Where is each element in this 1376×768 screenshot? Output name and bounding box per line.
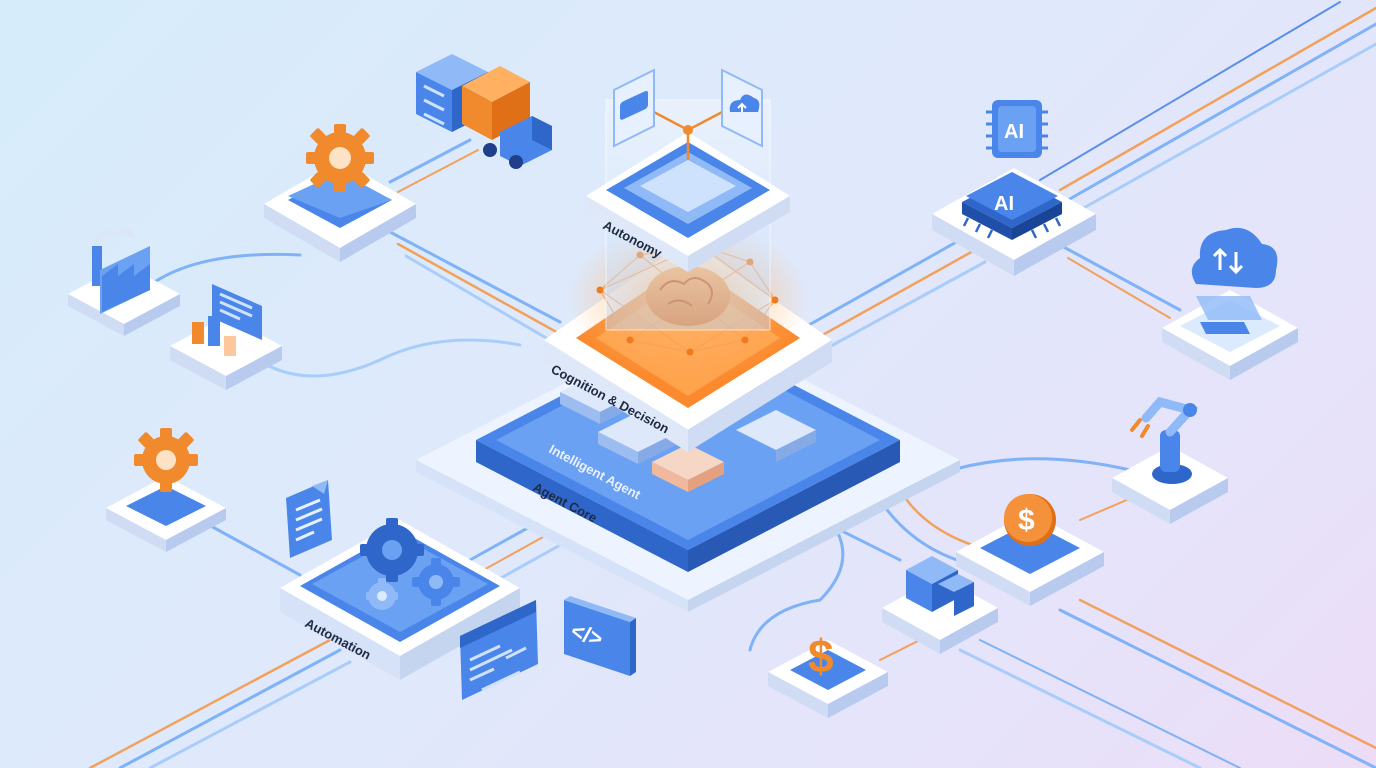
gear-icon [306,124,374,192]
rail-bottom-right-d [979,639,1241,768]
dollar-module [768,640,888,718]
gear-icon-left [134,428,198,492]
rail-gear-truck-b [397,149,479,193]
gear-module-left [106,476,226,552]
rail-factory-b [233,338,522,378]
package-icon [906,556,974,616]
ai-chip-icon-small: AI [986,100,1048,158]
monitor-icon [1196,296,1262,334]
rail-top-right-a [1058,6,1376,192]
rail-core-ai-c [818,260,987,354]
gears-icon [360,518,460,610]
code-icon: </> [564,596,636,676]
ai-chip-small-text: AI [1004,121,1024,143]
dollar-symbol: $ [808,630,834,682]
agent-core-platform: Autonomy Cognition & Decision Intelligen… [416,99,960,612]
autonomy-layer [586,108,790,272]
truck-icon [462,66,552,169]
coin-module [956,512,1104,606]
code-window-icon [460,600,538,700]
gear-module-top [264,160,416,262]
factory-icon [92,228,150,314]
cloud-sync-icon [1191,227,1278,288]
rail-gear-core-a [388,230,562,324]
rail-core-ai-b [808,248,977,344]
ai-chip-icon: AI [962,172,1062,240]
coin-icon: $ [1004,494,1056,546]
rail-gear-core-b [396,242,562,336]
rail-gear-truck-a [388,138,472,184]
bar-chart-icon [192,316,236,356]
rail-bottom-left-b [118,648,342,768]
rail-bottom-left-c [148,660,352,768]
robot-arm-icon [1130,396,1199,484]
rail-gear-core-c [404,254,562,348]
rail-ai-cloud-a [1058,243,1182,312]
rail-gear-auto [198,518,302,577]
cloud-icon [721,68,763,148]
rail-bottom-right-b [1058,608,1376,768]
rail-dollar-a [748,518,845,652]
rail-top-right-c [1078,42,1376,212]
rail-top-right-b [1066,22,1376,202]
dollar-icon: $ [808,630,834,682]
rail-top-right-d [1039,1,1341,181]
rail-bottom-left-a [88,638,332,768]
rail-bottom-right-a [1078,598,1376,750]
ai-chip-large-text: AI [994,193,1014,215]
document-icon [286,480,332,558]
chat-icon [613,68,655,148]
rail-factory-a [148,252,302,287]
dashboard-icon [212,284,262,340]
rail-ai-cloud-b [1067,257,1171,319]
coin-symbol: $ [1018,504,1035,537]
rail-core-ai-a [798,238,962,332]
rail-bottom-right-c [958,648,1202,768]
